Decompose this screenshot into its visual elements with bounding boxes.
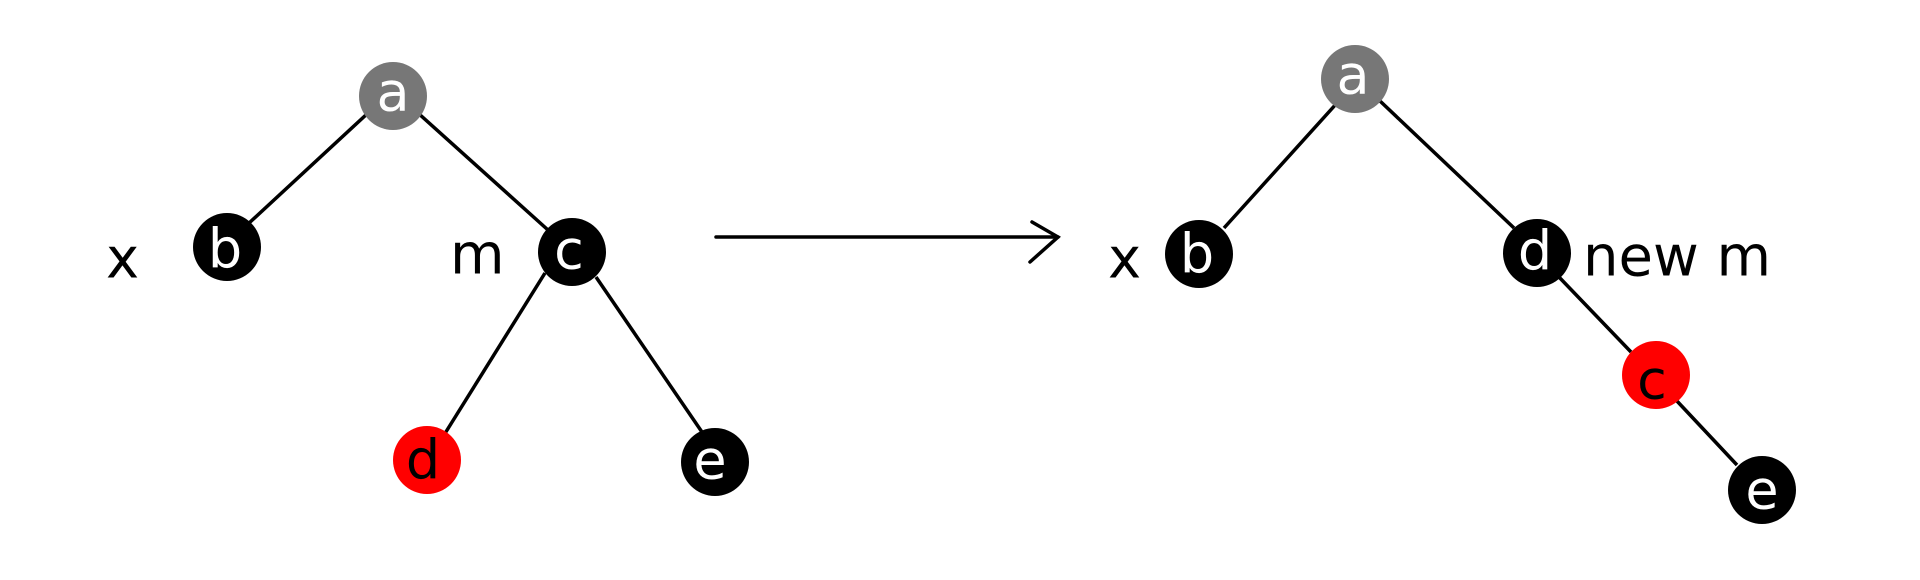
before-node-e: e bbox=[681, 428, 749, 496]
before-node-b-circle bbox=[193, 213, 261, 281]
before-node-e-label: e bbox=[693, 429, 726, 492]
before-node-c: c bbox=[538, 218, 606, 286]
after-label-x: x bbox=[1108, 227, 1141, 292]
before-node-a: a bbox=[359, 61, 427, 130]
before-node-a-label: a bbox=[376, 61, 409, 124]
before-node-d: d bbox=[393, 426, 461, 494]
before-node-d-label: d bbox=[406, 429, 440, 492]
after-node-c-label: c bbox=[1637, 349, 1667, 412]
after-label-new-m: new m bbox=[1583, 225, 1771, 290]
after-node-d-label: d bbox=[1518, 220, 1552, 283]
before-edge-a-b bbox=[246, 111, 370, 226]
after-edge-a-d bbox=[1378, 99, 1516, 230]
after-node-a: a bbox=[1321, 44, 1389, 113]
after-node-e: e bbox=[1728, 456, 1796, 524]
before-label-x: x bbox=[106, 227, 139, 292]
right-arrow-icon bbox=[714, 220, 1061, 264]
after-node-d: d bbox=[1503, 219, 1571, 287]
before-edge-c-e bbox=[594, 276, 706, 436]
before-node-e-circle bbox=[681, 428, 749, 496]
after-edge-a-b bbox=[1222, 101, 1339, 230]
after-node-c-circle bbox=[1622, 341, 1690, 409]
before-node-b: b bbox=[193, 213, 261, 281]
after-node-c: c bbox=[1622, 341, 1690, 412]
before-node-c-circle bbox=[538, 218, 606, 286]
after-node-b: b bbox=[1165, 220, 1233, 288]
before-node-b-label: b bbox=[208, 218, 242, 281]
after-edge-d-c bbox=[1556, 274, 1633, 354]
after-node-b-circle bbox=[1165, 220, 1233, 288]
after-node-e-label: e bbox=[1745, 459, 1778, 522]
before-node-c-label: c bbox=[554, 219, 584, 282]
arrow-head bbox=[1028, 220, 1061, 264]
after-node-e-circle bbox=[1728, 456, 1796, 524]
before-edge-a-c bbox=[416, 111, 550, 232]
after-node-a-label: a bbox=[1336, 44, 1369, 107]
after-node-d-circle bbox=[1503, 219, 1571, 287]
after-node-a-circle bbox=[1321, 45, 1389, 113]
after-tree: a b d c e x new m bbox=[1108, 44, 1796, 524]
before-node-d-circle bbox=[393, 426, 461, 494]
after-edge-c-e bbox=[1674, 398, 1739, 467]
before-edge-c-d bbox=[442, 272, 547, 436]
before-tree: a b c d e x m bbox=[106, 61, 749, 496]
before-node-a-circle bbox=[359, 62, 427, 130]
before-label-m: m bbox=[450, 223, 505, 288]
after-node-b-label: b bbox=[1180, 223, 1214, 286]
